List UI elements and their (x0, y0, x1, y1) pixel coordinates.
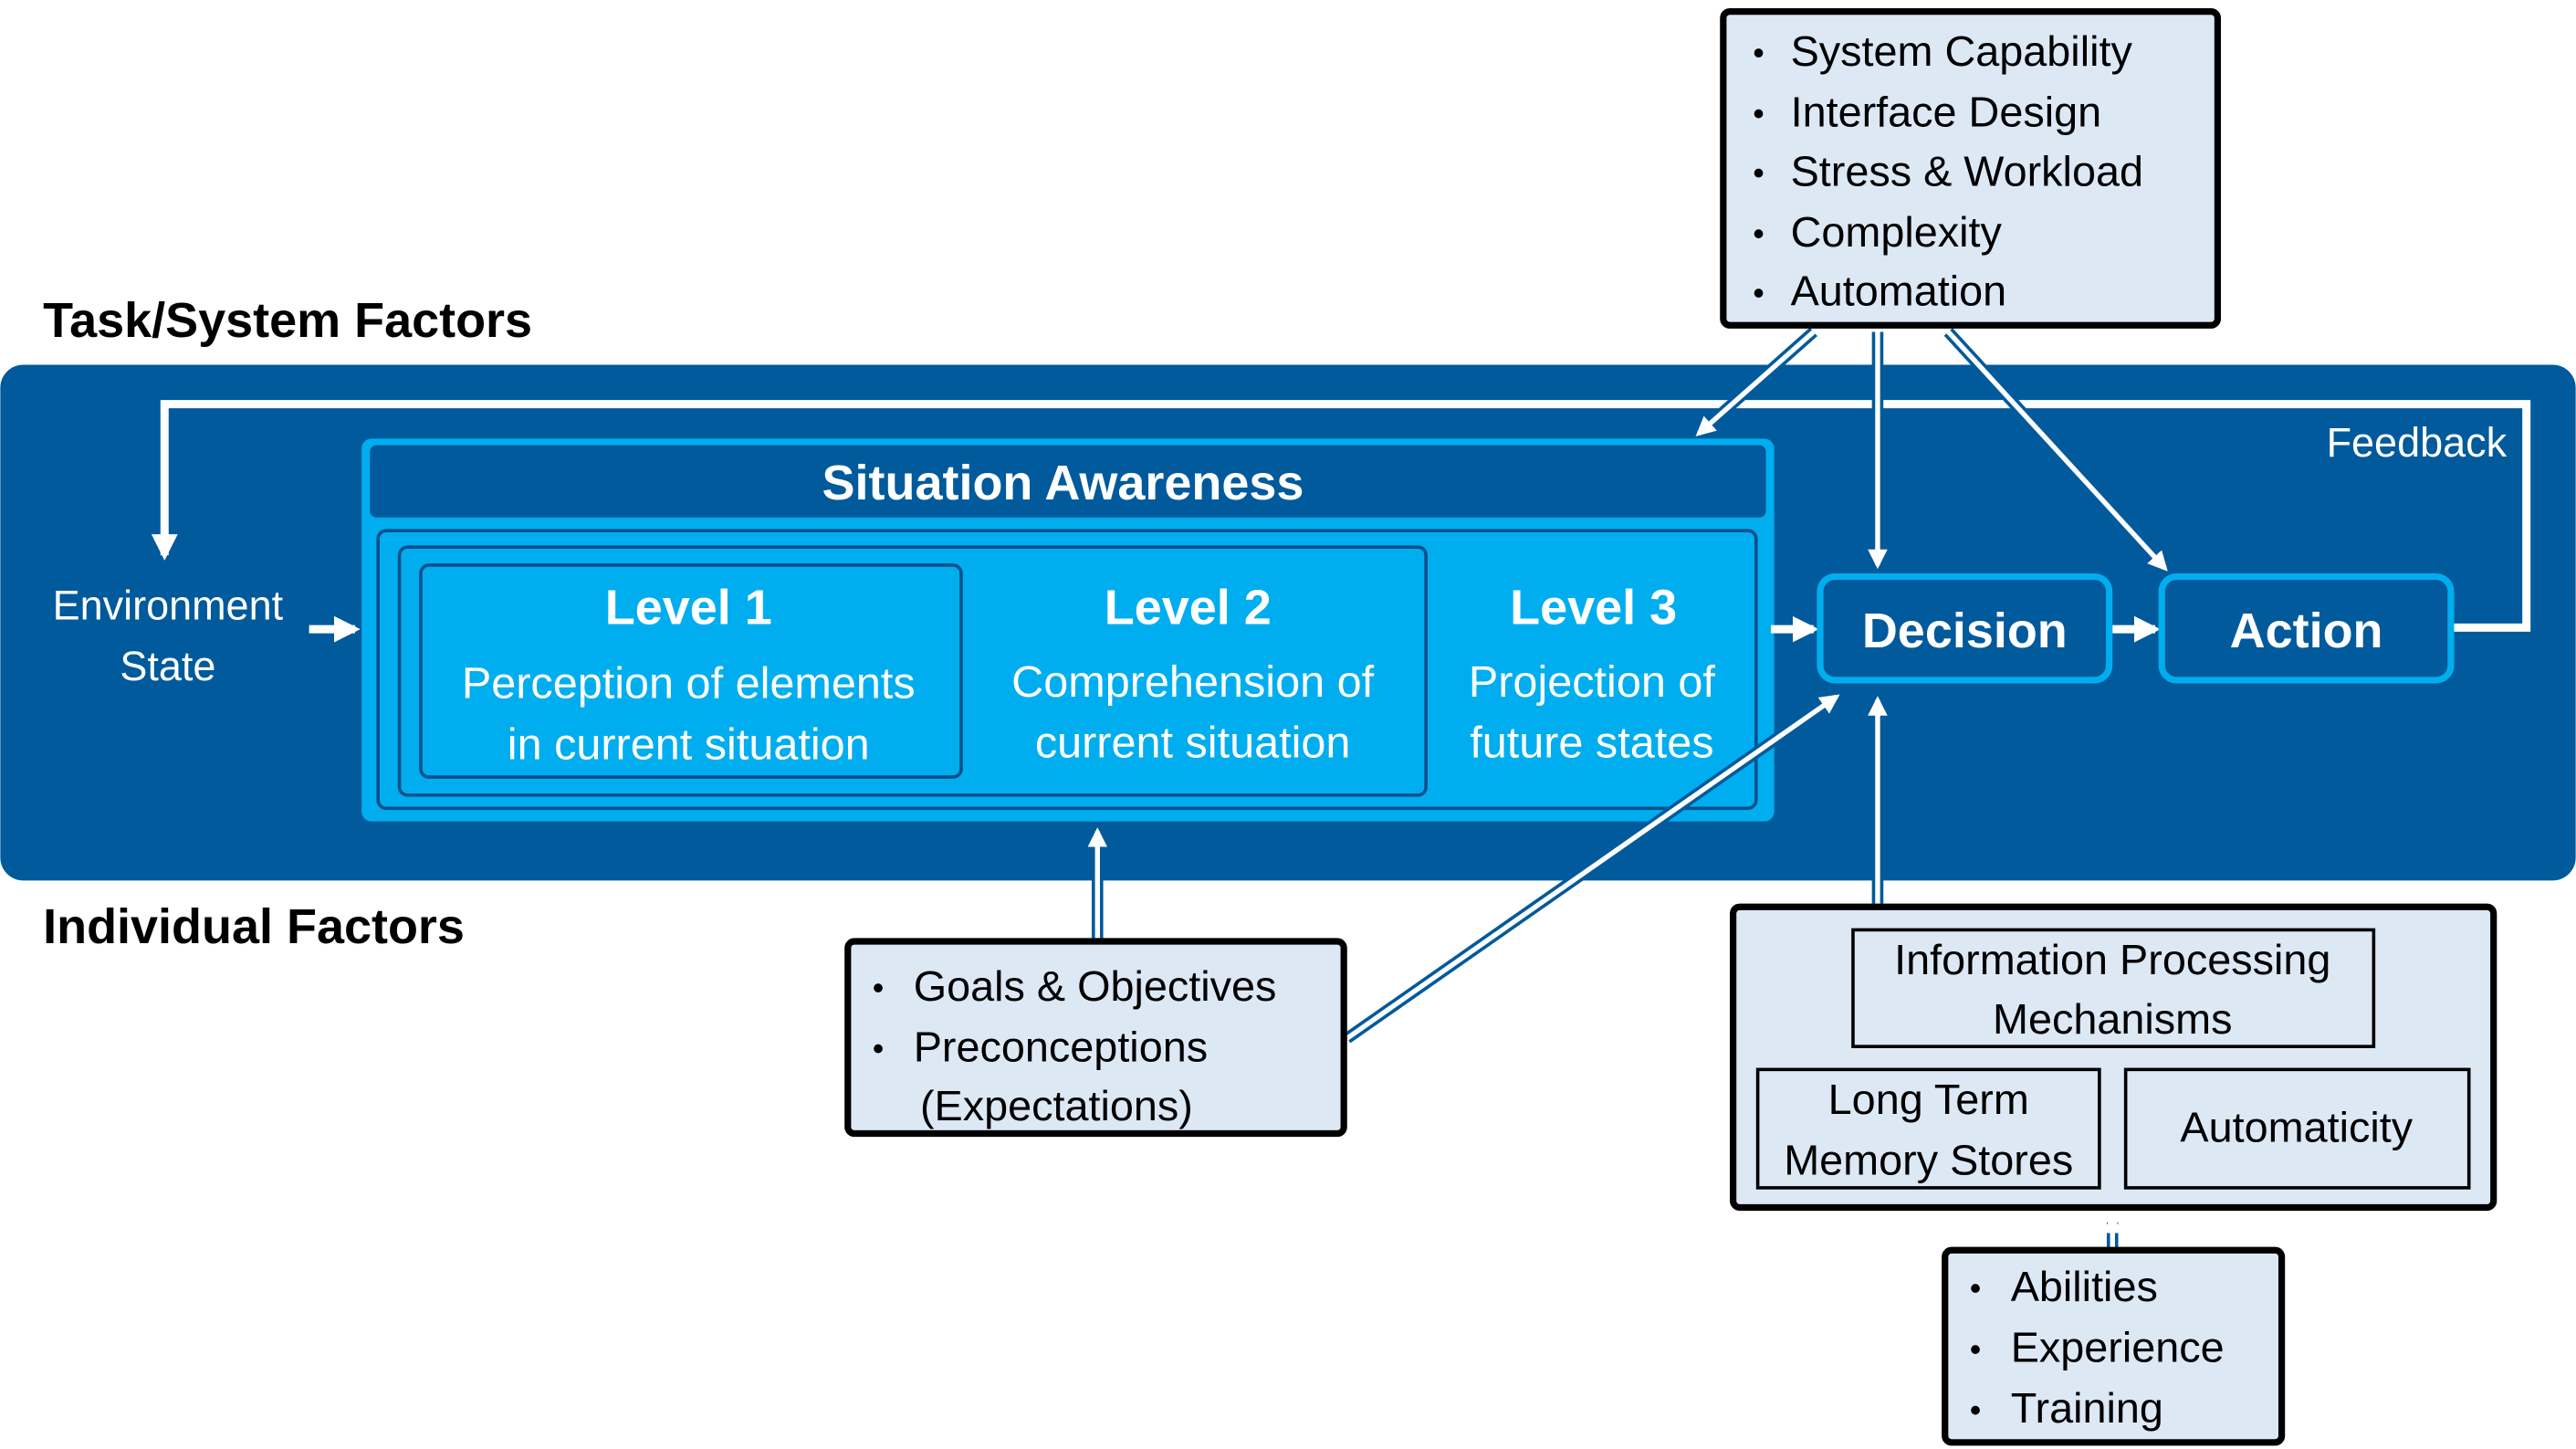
level2-title: Level 2 (1105, 581, 1272, 635)
task-factor-bullet: • (1753, 154, 1764, 192)
level2-line1: Comprehension of (1011, 657, 1374, 707)
abilities-box (1942, 1246, 2286, 1446)
decision-box (1817, 572, 2113, 684)
goals-box (844, 938, 1347, 1138)
situation-awareness-title: Situation Awareness (822, 456, 1304, 510)
level1-line1: Perception of elements (462, 659, 916, 709)
task-factor-item: Interface Design (1791, 89, 2102, 136)
info-processing-line2: Mechanisms (1993, 995, 2233, 1043)
situation-awareness-title-bar (370, 445, 1766, 518)
task-factor-item: Automation (1791, 268, 2007, 315)
level3-title: Level 3 (1510, 581, 1677, 635)
ltm-line2: Memory Stores (1784, 1137, 2073, 1184)
decision-label: Decision (1862, 604, 2068, 658)
goals-item: Preconceptions (914, 1023, 1208, 1070)
task-to-action-arrow-inner (1946, 330, 2168, 572)
task-factor-item: Stress & Workload (1791, 147, 2143, 194)
level1-line2: in current situation (508, 719, 870, 769)
environment-state-label-line1: Environment (53, 582, 284, 628)
goals-arrows (1087, 691, 1840, 1044)
action-label: Action (2230, 604, 2383, 658)
task-factors-box (1720, 7, 2222, 329)
abilities-bullet: • (1970, 1330, 1982, 1368)
task-factor-bullet: • (1753, 274, 1764, 311)
abilities-bullet: • (1970, 1269, 1982, 1307)
info-processing-box (1851, 928, 2376, 1048)
feedback-loop-line (151, 400, 2531, 632)
abilities-item: Training (2011, 1384, 2163, 1432)
task-factor-bullet: • (1753, 34, 1764, 71)
level3-line2: future states (1470, 718, 1713, 767)
level2-line2: current situation (1035, 718, 1351, 767)
goals-to-decision-arrow-inner (1346, 694, 1840, 1041)
individual-factors-heading: Individual Factors (43, 899, 465, 954)
task-to-sa-arrow-inner (1695, 330, 1816, 436)
task-factor-item: Complexity (1791, 208, 2003, 256)
level1-outline (419, 563, 963, 779)
goals-item: Goals & Objectives (914, 962, 1277, 1010)
abilities-item: Abilities (2011, 1263, 2158, 1310)
level3-line1: Projection of (1469, 657, 1716, 707)
goals-bullet: • (873, 1030, 885, 1067)
automaticity-label: Automaticity (2180, 1104, 2413, 1151)
environment-state-label-line2: State (120, 643, 215, 689)
ltm-line1: Long Term (1828, 1076, 2029, 1123)
action-box (2158, 572, 2455, 684)
abilities-bullet: • (1970, 1391, 1982, 1428)
level2-outline (397, 545, 1428, 797)
task-factor-item: System Capability (1791, 27, 2133, 75)
feedback-label: Feedback (2327, 419, 2508, 466)
goals-bullet: • (873, 969, 885, 1006)
task-factor-bullet: • (1753, 95, 1764, 132)
goals-continuation: (Expectations) (920, 1082, 1193, 1129)
abilities-item: Experience (2011, 1324, 2225, 1371)
task-system-factors-heading: Task/System Factors (43, 293, 532, 348)
task-factors-list: • System Capability • Interface Design •… (1753, 27, 2143, 315)
situation-awareness-box (361, 438, 1775, 822)
ltm-box (1755, 1067, 2101, 1190)
level1-title: Level 1 (605, 581, 772, 635)
task-factors-arrows (1694, 327, 2170, 572)
task-factor-bullet: • (1753, 215, 1764, 252)
automaticity-box (2123, 1067, 2471, 1190)
level3-outline (376, 529, 1758, 811)
info-processing-line1: Information Processing (1894, 936, 2330, 983)
